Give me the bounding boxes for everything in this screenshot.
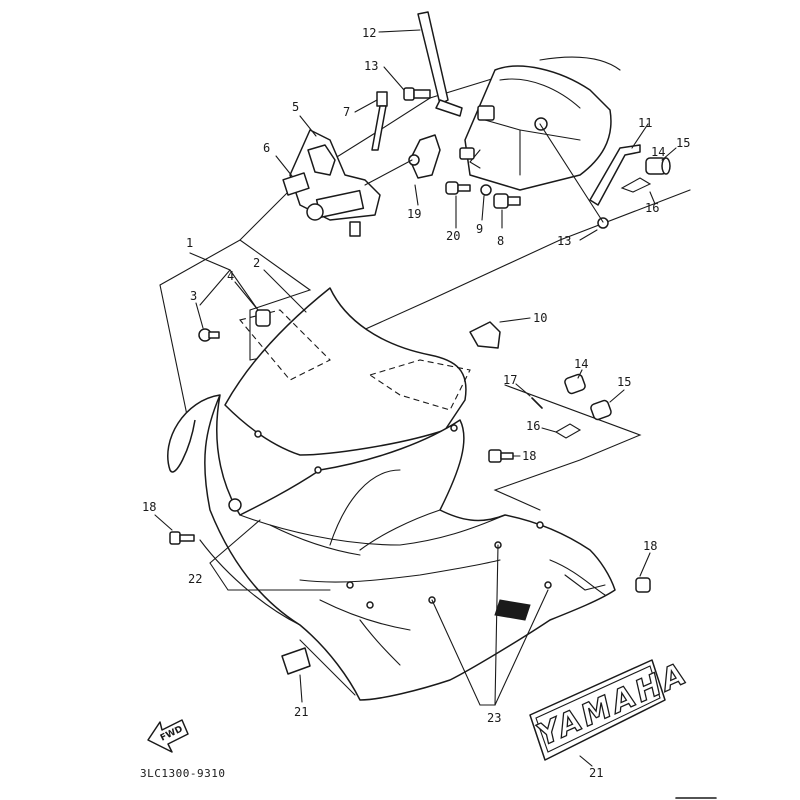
callout-14-lower: 14 [574, 357, 588, 371]
fwd-arrow: FWD [147, 719, 189, 753]
yamaha-decal-21: YAMAHA [529, 655, 694, 767]
callout-11: 11 [638, 116, 652, 130]
callout-15-lower: 15 [617, 375, 631, 389]
bracket-19 [364, 134, 441, 206]
bracket-assembly-5-6 [275, 115, 381, 237]
callout-17: 17 [503, 373, 517, 387]
callout-10: 10 [533, 311, 547, 325]
callout-1: 1 [186, 236, 193, 250]
cowling-body [167, 394, 616, 701]
bolt-8 [493, 193, 521, 229]
callout-12: 12 [362, 26, 376, 40]
stay-11 [589, 123, 649, 206]
callout-13-right: 13 [557, 234, 571, 248]
callout-5: 5 [292, 100, 299, 114]
callout-2: 2 [253, 256, 260, 270]
stay-rod-12 [378, 11, 463, 117]
callout-21-right: 21 [589, 766, 603, 780]
grommet-22-leaders [209, 519, 331, 591]
callout-15-upper: 15 [676, 136, 690, 150]
leaders-23 [431, 544, 549, 706]
callout-7: 7 [343, 105, 350, 119]
catalog-code: 3LC1300-9310 [140, 767, 225, 780]
callout-8: 8 [497, 234, 504, 248]
callout-14-upper: 14 [651, 145, 665, 159]
frame-head-stay [459, 56, 621, 191]
callout-18-left: 18 [142, 500, 156, 514]
callout-9: 9 [476, 222, 483, 236]
washer-9 [480, 184, 492, 221]
collar-14-lower [564, 369, 586, 395]
collar-15-upper [645, 147, 677, 175]
callout-16-upper: 16 [645, 201, 659, 215]
screw-18-right [635, 552, 651, 593]
callout-18-right: 18 [643, 539, 657, 553]
clip-16-upper [620, 177, 656, 205]
screw-3 [195, 302, 220, 342]
callout-16-lower: 16 [526, 419, 540, 433]
windscreen-2 [224, 269, 471, 456]
callout-6: 6 [263, 141, 270, 155]
callout-13-upper: 13 [364, 59, 378, 73]
cable-tie-7 [354, 91, 388, 151]
callout-3: 3 [190, 289, 197, 303]
callout-20: 20 [446, 229, 460, 243]
screw-20 [445, 181, 471, 229]
pin-17 [515, 383, 543, 409]
callout-19: 19 [407, 207, 421, 221]
callout-21-left: 21 [294, 705, 308, 719]
clip-16-lower [541, 423, 582, 439]
bolt-13-upper [383, 66, 431, 101]
windscreen-leader-1 [189, 252, 259, 311]
screw-18-middle [488, 449, 521, 463]
callout-23: 23 [487, 711, 501, 725]
callout-labels: 1 2 3 4 5 6 7 8 9 10 11 12 13 13 14 14 1… [142, 26, 690, 780]
callout-22: 22 [188, 572, 202, 586]
bracket-10 [469, 317, 531, 349]
decal-21-left [281, 647, 311, 703]
bolt-13-right [539, 123, 609, 241]
callout-4: 4 [227, 269, 234, 283]
callout-18-middle: 18 [522, 449, 536, 463]
collar-15-lower [590, 389, 625, 421]
screw-18-left [154, 514, 195, 545]
